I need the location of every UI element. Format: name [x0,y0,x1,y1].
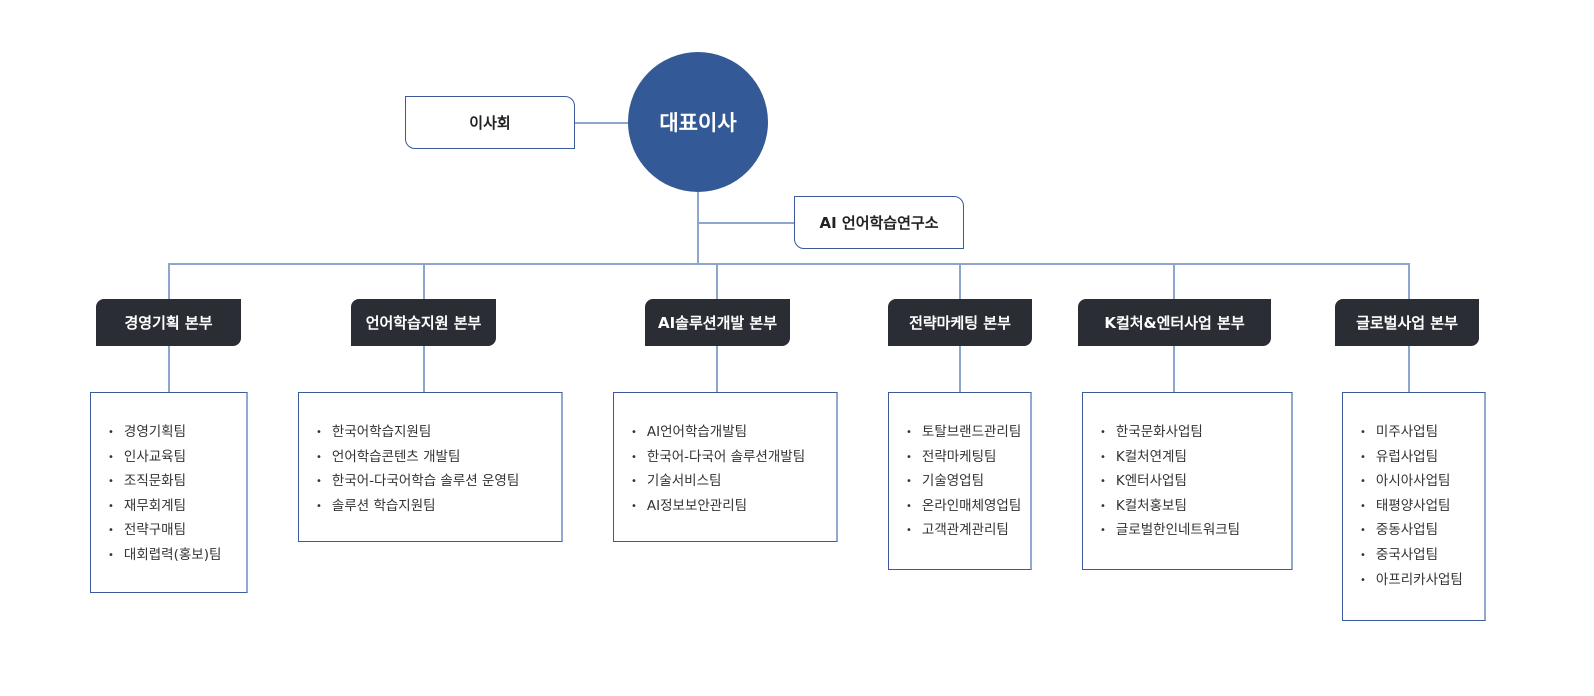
division-header: 전략마케팅 본부 [888,299,1032,346]
team-item: 한국문화사업팀 [1100,420,1291,445]
connector-division-teams [716,346,718,392]
team-list: AI언어학습개발팀한국어-다국어 솔루션개발팀기술서비스팀AI정보보안관리팀 [614,393,836,518]
connector-division-top [959,264,961,299]
team-list-box: 미주사업팀유럽사업팀아시아사업팀태평양사업팀중동사업팀중국사업팀아프리카사업팀 [1342,392,1486,621]
team-list-box: AI언어학습개발팀한국어-다국어 솔루션개발팀기술서비스팀AI정보보안관리팀 [613,392,838,542]
division-header: 글로벌사업 본부 [1335,299,1479,346]
team-list-box: 한국문화사업팀K컬처연계팀K엔터사업팀K컬처홍보팀글로벌한인네트워크팀 [1082,392,1293,570]
team-item: 한국어학습지원팀 [316,420,561,445]
team-item: 조직문화팀 [108,469,246,494]
team-item: AI정보보안관리팀 [631,494,836,519]
team-item: 인사교육팀 [108,445,246,470]
team-item: K엔터사업팀 [1100,469,1291,494]
team-list-box: 토탈브랜드관리팀전략마케팅팀기술영업팀온라인매체영업팀고객관계관리팀 [888,392,1032,570]
team-item: K컬처연계팀 [1100,445,1291,470]
team-item: 대회렵력(홍보)팀 [108,543,246,568]
team-list: 경영기획팀인사교육팀조직문화팀재무회계팀전략구매팀대회렵력(홍보)팀 [91,393,246,568]
connector-divisions-bus [168,263,1410,265]
team-item: 온라인매체영업팀 [906,494,1030,519]
division-header: 언어학습지원 본부 [351,299,496,346]
team-item: 언어학습콘텐츠 개발팀 [316,445,561,470]
team-item: 아프리카사업팀 [1360,568,1484,593]
team-item: 재무회계팀 [108,494,246,519]
team-item: 토탈브랜드관리팀 [906,420,1030,445]
team-list: 미주사업팀유럽사업팀아시아사업팀태평양사업팀중동사업팀중국사업팀아프리카사업팀 [1343,393,1484,592]
board-node: 이사회 [405,96,575,149]
research-lab-node: AI 언어학습연구소 [794,196,964,249]
team-item: 중국사업팀 [1360,543,1484,568]
division-header: AI솔루션개발 본부 [645,299,790,346]
team-item: K컬처홍보팀 [1100,494,1291,519]
team-item: 전략마케팅팀 [906,445,1030,470]
team-item: 경영기획팀 [108,420,246,445]
division-header: 경영기획 본부 [96,299,241,346]
team-item: 글로벌한인네트워크팀 [1100,518,1291,543]
connector-lab [698,222,794,224]
connector-division-top [1173,264,1175,299]
team-item: 중동사업팀 [1360,518,1484,543]
team-item: 아시아사업팀 [1360,469,1484,494]
team-item: 미주사업팀 [1360,420,1484,445]
team-item: 한국어-다국어학습 솔루션 운영팀 [316,469,561,494]
team-item: 기술서비스팀 [631,469,836,494]
team-item: AI언어학습개발팀 [631,420,836,445]
connector-division-teams [1173,346,1175,392]
team-item: 기술영업팀 [906,469,1030,494]
division-header: K컬처&엔터사업 본부 [1078,299,1271,346]
team-item: 한국어-다국어 솔루션개발팀 [631,445,836,470]
ceo-node: 대표이사 [628,52,768,192]
connector-division-teams [1408,346,1410,392]
team-list: 한국문화사업팀K컬처연계팀K엔터사업팀K컬처홍보팀글로벌한인네트워크팀 [1083,393,1291,543]
connector-division-teams [959,346,961,392]
connector-ceo-down [697,192,699,265]
connector-division-top [1408,264,1410,299]
connector-division-teams [423,346,425,392]
team-list: 토탈브랜드관리팀전략마케팅팀기술영업팀온라인매체영업팀고객관계관리팀 [889,393,1030,543]
connector-division-top [168,264,170,299]
team-item: 고객관계관리팀 [906,518,1030,543]
team-list-box: 경영기획팀인사교육팀조직문화팀재무회계팀전략구매팀대회렵력(홍보)팀 [90,392,248,593]
connector-board [575,122,628,124]
connector-division-top [423,264,425,299]
team-item: 전략구매팀 [108,518,246,543]
connector-division-top [716,264,718,299]
connector-division-teams [168,346,170,392]
team-list-box: 한국어학습지원팀언어학습콘텐츠 개발팀한국어-다국어학습 솔루션 운영팀솔루션 … [298,392,563,542]
team-item: 태평양사업팀 [1360,494,1484,519]
team-item: 솔루션 학습지원팀 [316,494,561,519]
team-item: 유럽사업팀 [1360,445,1484,470]
team-list: 한국어학습지원팀언어학습콘텐츠 개발팀한국어-다국어학습 솔루션 운영팀솔루션 … [299,393,561,518]
